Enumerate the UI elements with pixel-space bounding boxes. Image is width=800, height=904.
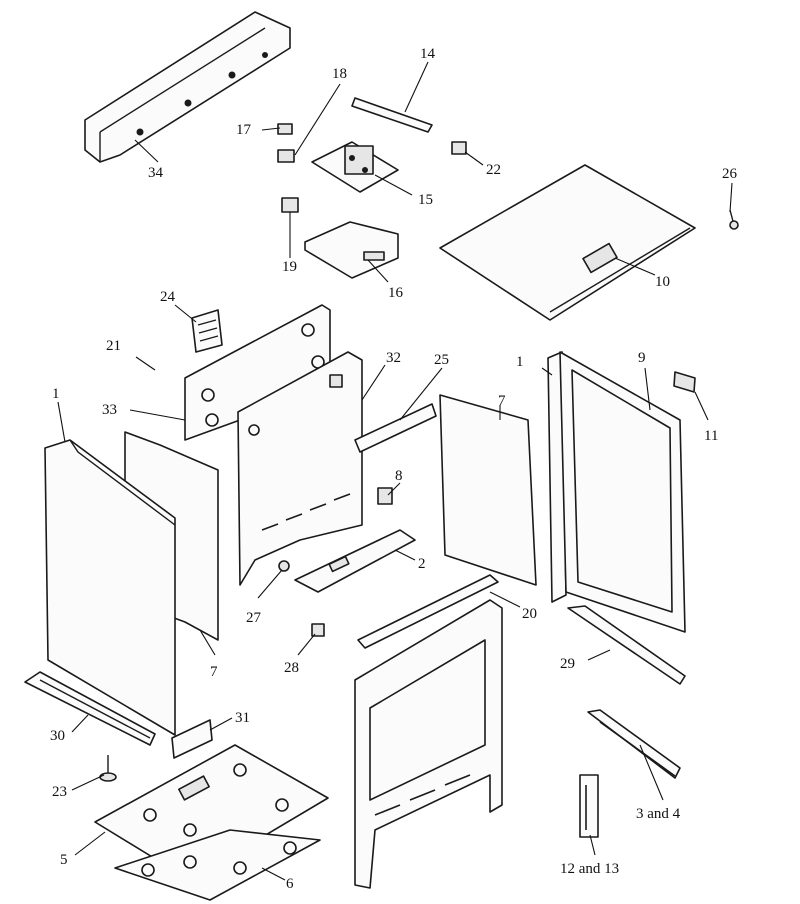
callout-1-left: 1 [52,386,60,402]
leader-lines [57,61,733,881]
callout-32: 32 [386,350,401,366]
callout-9: 9 [638,350,646,366]
part-25-angle [354,403,437,453]
callout-28: 28 [284,660,299,676]
part-19-clip [281,197,299,213]
part-26-screw [729,209,739,230]
callout-11: 11 [704,428,718,444]
part-27-grommet [278,560,290,572]
callout-5: 5 [60,852,68,868]
part-23-leveling-leg [99,755,117,782]
callout-6: 6 [286,876,294,892]
callout-16: 16 [388,285,404,301]
part-3-and-4-rail [587,709,681,779]
part-32-inner-panel [237,351,363,586]
callout-21: 21 [106,338,121,354]
part-31-bracket [171,719,213,759]
callout-33: 33 [102,402,117,418]
front-frame [354,599,503,889]
part-14-strip [351,97,433,133]
callout-22: 22 [486,162,501,178]
callout-8: 8 [395,468,403,484]
part-28-clip [311,623,325,637]
part-12-and-13-hinge [579,774,599,838]
part-20-strip [357,574,499,649]
callout-19: 19 [282,259,297,275]
part-16-bracket [304,221,399,279]
part-18-bracket [277,149,295,163]
callout-3-and-4: 3 and 4 [636,806,681,822]
callout-23: 23 [52,784,67,800]
callout-18: 18 [332,66,347,82]
callout-7-left: 7 [210,664,218,680]
part-8-clip [377,487,393,505]
callout-12-and-13: 12 and 13 [560,861,619,877]
callout-2: 2 [418,556,426,572]
part-30-rail [24,671,156,746]
callout-labels: 34 18 17 14 15 22 26 19 16 10 24 21 32 2… [50,46,738,892]
part-22-clip [451,141,467,155]
callout-34: 34 [148,165,164,181]
callout-30: 30 [50,728,65,744]
callout-29: 29 [560,656,575,672]
callout-26: 26 [722,166,738,182]
part-2-bracket [294,529,416,593]
callout-15: 15 [418,192,433,208]
callout-20: 20 [522,606,537,622]
part-17-clip [277,123,293,135]
callout-7-right: 7 [498,393,506,409]
callout-10: 10 [655,274,670,290]
part-1-side-panel-left [44,439,176,736]
part-9-door-frame [559,351,686,633]
part-24-label [191,309,223,353]
part-11-clip [673,371,696,393]
part-29-rail [567,605,686,685]
part-34-rear-channel [84,11,291,163]
part-15-valve-assembly [311,141,399,193]
callout-14: 14 [420,46,436,62]
part-10-top-panel [439,164,696,321]
callout-31: 31 [235,710,250,726]
callout-17: 17 [236,122,252,138]
callout-1-right: 1 [516,354,524,370]
callout-27: 27 [246,610,262,626]
part-7-liner-right [439,394,537,586]
callout-24: 24 [160,289,176,305]
part-6-bottom-plate [114,829,321,901]
callout-25: 25 [434,352,449,368]
